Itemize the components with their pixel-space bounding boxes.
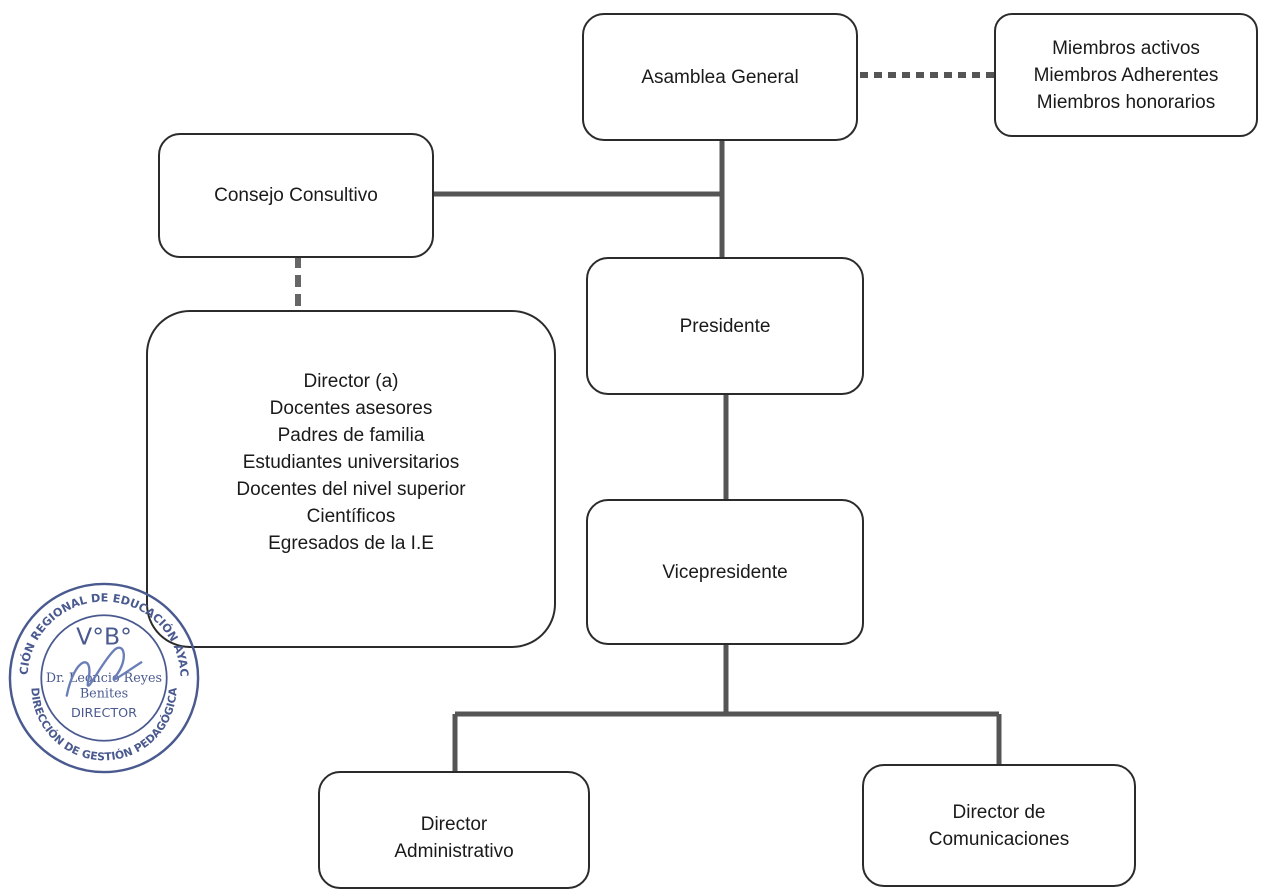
node-consejo-miembros-line: Docentes asesores <box>269 398 433 419</box>
node-consejo-miembros-line: Docentes del nivel superior <box>236 479 466 500</box>
node-miembros-line: Miembros honorarios <box>1036 91 1216 113</box>
node-director-administrativo-line: Administrativo <box>394 841 514 862</box>
node-director-comunicaciones-line: Comunicaciones <box>928 828 1070 850</box>
node-consejo-miembros-line: Director (a) <box>303 371 399 392</box>
stamp-title: DIRECTOR <box>71 706 137 721</box>
node-miembros-line: Miembros Adherentes <box>1033 64 1219 86</box>
node-consejo-consultivo: Consejo Consultivo <box>158 133 434 258</box>
node-asamblea-general-label: Asamblea General <box>641 66 799 88</box>
node-presidente-label: Presidente <box>679 315 771 337</box>
node-consejo-miembros: Director (a) Docentes asesores Padres de… <box>146 310 556 648</box>
node-director-administrativo: Director Administrativo <box>318 771 590 889</box>
node-vicepresidente: Vicepresidente <box>586 499 864 645</box>
node-miembros-line: Miembros activos <box>1052 37 1200 59</box>
approval-stamp: DIRECCIÓN REGIONAL DE EDUCACIÓN AYACUCHO… <box>6 580 200 774</box>
node-consejo-consultivo-label: Consejo Consultivo <box>214 185 378 206</box>
node-director-comunicaciones: Director de Comunicaciones <box>862 764 1136 887</box>
node-presidente: Presidente <box>586 257 864 395</box>
node-asamblea-general: Asamblea General <box>582 13 858 141</box>
stamp-vb: V°B° <box>76 623 132 651</box>
node-consejo-miembros-line: Egresados de la I.E <box>268 533 434 554</box>
node-consejo-miembros-line: Científicos <box>306 506 396 527</box>
stamp-name-line2: Benites <box>80 687 128 702</box>
node-consejo-miembros-line: Padres de familia <box>277 425 425 446</box>
node-consejo-miembros-line: Estudiantes universitarios <box>242 452 460 473</box>
node-miembros: Miembros activos Miembros Adherentes Mie… <box>994 13 1258 137</box>
stamp-outer-ring <box>8 582 200 774</box>
stamp-name-line1: Dr. Leoncio Reyes <box>46 671 162 686</box>
stamp-inner-ring <box>40 614 168 742</box>
node-director-comunicaciones-line: Director de <box>952 801 1046 823</box>
signature <box>65 646 143 697</box>
node-director-administrativo-line: Director <box>420 814 488 835</box>
node-vicepresidente-label: Vicepresidente <box>662 561 788 583</box>
